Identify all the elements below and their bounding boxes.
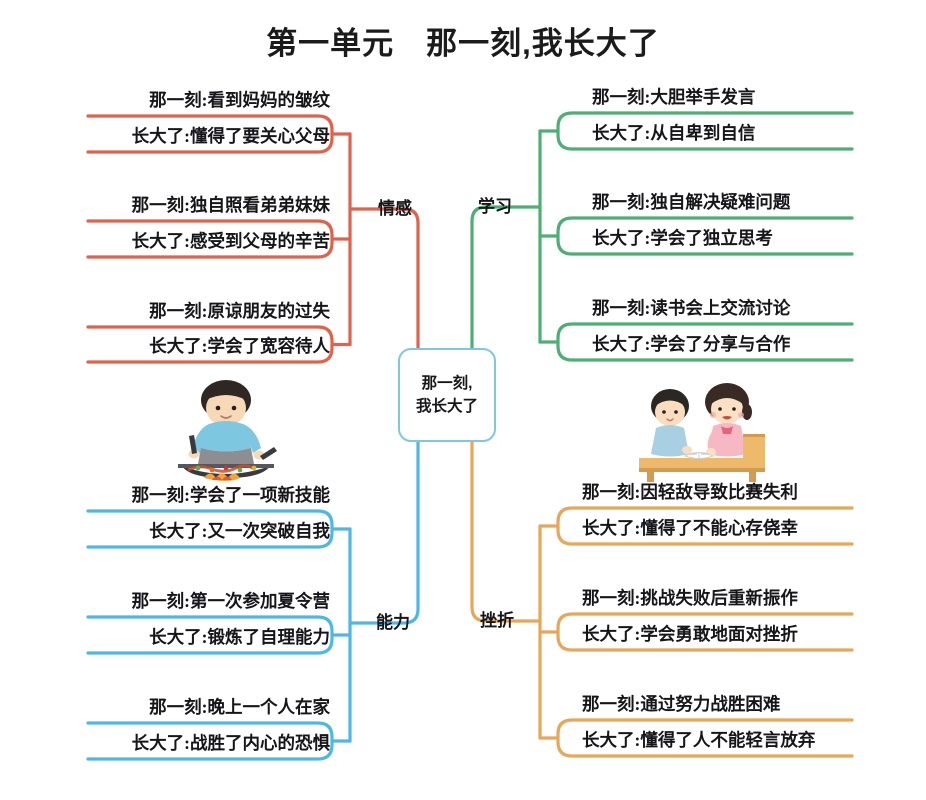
category-label-emotion[interactable]: 情感 — [378, 199, 412, 218]
leaf-grown-emotion-1: 长大了:感受到父母的辛苦 — [131, 231, 330, 251]
leaf-moment-setback-2: 那一刻:通过努力战胜困难 — [582, 694, 781, 714]
page-title: 第一单元 那一刻,我长大了 — [266, 26, 660, 61]
leaf-moment-emotion-1: 那一刻:独自照看弟弟妹妹 — [131, 195, 330, 215]
central-topic-line1: 那一刻, — [421, 375, 473, 392]
trunk-setback — [470, 436, 542, 623]
category-label-setback[interactable]: 挫折 — [480, 611, 514, 630]
leaf-grown-study-2: 长大了:学会了分享与合作 — [592, 334, 791, 354]
category-label-ability[interactable]: 能力 — [376, 613, 410, 632]
leaf-grown-setback-2: 长大了:懂得了人不能轻言放弃 — [582, 730, 816, 750]
leaf-moment-ability-1: 那一刻:第一次参加夏令营 — [131, 591, 330, 611]
leaf-moment-ability-2: 那一刻:晚上一个人在家 — [149, 697, 330, 717]
trunk-emotion — [348, 207, 420, 350]
category-label-study[interactable]: 学习 — [478, 197, 512, 216]
trunk-study — [470, 205, 542, 350]
leaf-moment-study-2: 那一刻:读书会上交流讨论 — [592, 298, 791, 318]
leaf-grown-ability-2: 长大了:战胜了内心的恐惧 — [131, 733, 330, 753]
leaf-grown-setback-0: 长大了:懂得了不能心存侥幸 — [582, 518, 798, 538]
leaf-moment-setback-1: 那一刻:挑战失败后重新振作 — [582, 588, 798, 608]
leaf-moment-emotion-2: 那一刻:原谅朋友的过失 — [149, 301, 330, 321]
leaf-grown-ability-1: 长大了:锻炼了自理能力 — [149, 627, 330, 647]
central-topic-line2: 我长大了 — [415, 397, 478, 415]
trunk-ability — [348, 436, 420, 625]
leaf-moment-study-0: 那一刻:大胆举手发言 — [592, 87, 756, 107]
boy-cooking-illustration — [168, 378, 284, 482]
leaf-moment-emotion-0: 那一刻:看到妈妈的皱纹 — [149, 90, 330, 110]
leaf-grown-emotion-0: 长大了:懂得了要关心父母 — [131, 126, 330, 146]
leaf-grown-ability-0: 长大了:又一次突破自我 — [149, 521, 330, 541]
leaf-moment-setback-0: 那一刻:因轻敌导致比赛失利 — [582, 482, 798, 502]
leaf-grown-emotion-2: 长大了:学会了宽容待人 — [149, 336, 330, 356]
leaf-grown-study-0: 长大了:从自卑到自信 — [592, 123, 756, 143]
leaf-grown-setback-1: 长大了:学会勇敢地面对挫折 — [582, 624, 798, 644]
leaf-moment-ability-0: 那一刻:学会了一项新技能 — [131, 485, 330, 505]
leaf-moment-study-1: 那一刻:独自解决疑难问题 — [592, 192, 791, 212]
kids-reading-illustration — [625, 378, 775, 482]
central-topic-node[interactable]: 那一刻, 我长大了 — [398, 348, 496, 442]
leaf-grown-study-1: 长大了:学会了独立思考 — [592, 228, 773, 248]
